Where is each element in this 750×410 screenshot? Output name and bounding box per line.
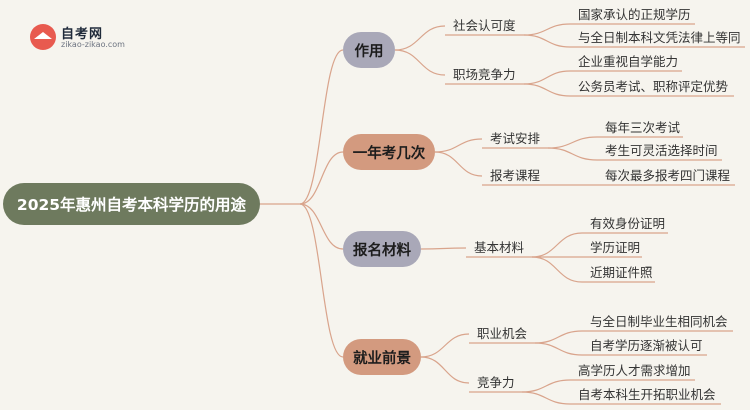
connector (531, 232, 583, 258)
connector (299, 203, 344, 250)
connector (521, 379, 571, 393)
leaf-node: 近期证件照 (590, 265, 653, 280)
branch-node: 一年考几次 (343, 134, 435, 170)
child-node: 竞争力 (477, 375, 515, 390)
logo-subtitle: zikao-zikao.com (61, 40, 125, 49)
leaf-node: 公务员考试、职称评定优势 (578, 79, 729, 94)
leaf-node: 每年三次考试 (605, 120, 681, 135)
child-node: 社会认可度 (453, 18, 516, 33)
connector (523, 70, 571, 85)
connector (394, 25, 446, 51)
branch-node: 作用 (343, 32, 395, 68)
graduation-cap-icon (30, 24, 56, 50)
connector (521, 391, 571, 405)
connector (534, 342, 583, 356)
child-node: 考试安排 (490, 131, 541, 146)
connector (547, 147, 598, 161)
connector (394, 49, 446, 76)
connector (299, 203, 344, 358)
child-node: 报考课程 (490, 168, 541, 183)
connector (534, 330, 583, 344)
connector (523, 23, 571, 36)
connector (420, 356, 470, 384)
mindmap-root: 2025年惠州自考本科学历的用途 (3, 183, 260, 225)
leaf-node: 与全日制毕业生相同机会 (590, 314, 728, 329)
logo-title: 自考网 (61, 27, 104, 42)
leaf-node: 自考本科生开拓职业机会 (578, 387, 716, 402)
connector (434, 138, 483, 153)
connector (420, 333, 470, 358)
leaf-node: 高学历人才需求增加 (578, 363, 691, 378)
child-node: 基本材料 (474, 240, 525, 255)
child-node: 职场竞争力 (453, 67, 516, 82)
connector (523, 83, 571, 97)
connector (523, 34, 571, 48)
branch-node: 报名材料 (343, 231, 421, 267)
connector (531, 256, 583, 283)
child-node: 职业机会 (477, 326, 528, 341)
site-logo[interactable]: 自考网 zikao-zikao.com (30, 22, 150, 52)
branch-node: 就业前景 (343, 339, 421, 375)
leaf-node: 每次最多报考四门课程 (605, 168, 731, 183)
leaf-node: 考生可灵活选择时间 (605, 143, 718, 158)
leaf-node: 自考学历逐渐被认可 (590, 338, 703, 353)
connector (547, 136, 598, 149)
leaf-node: 有效身份证明 (590, 216, 666, 231)
leaf-node: 学历证明 (590, 240, 641, 255)
connector (299, 151, 344, 205)
connector (434, 151, 483, 177)
connector (299, 49, 344, 205)
leaf-node: 国家承认的正规学历 (578, 7, 691, 22)
connector (420, 247, 467, 250)
leaf-node: 与全日制本科文凭法律上等同 (578, 30, 741, 45)
leaf-node: 企业重视自学能力 (578, 54, 679, 69)
